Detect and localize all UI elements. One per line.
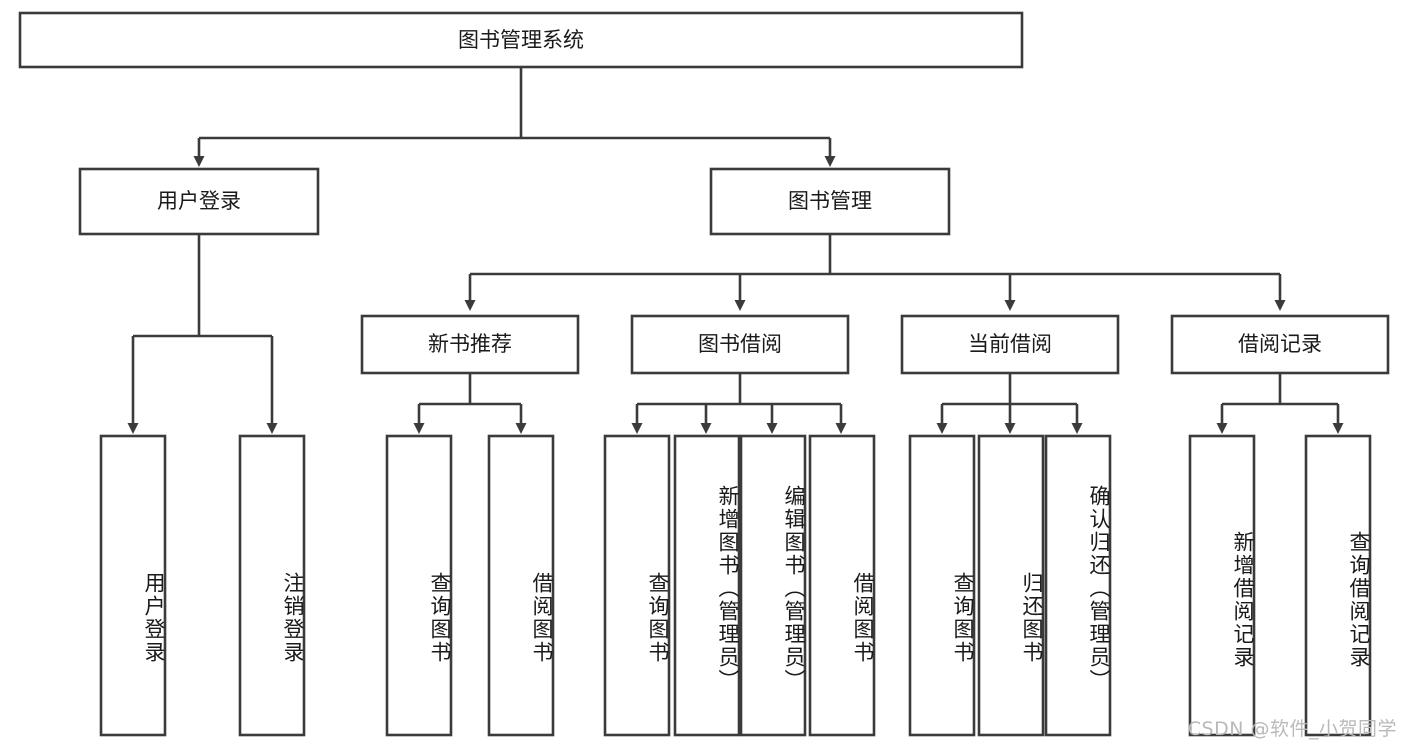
node-box-user-login[interactable] xyxy=(78,167,320,236)
leaf-label-current-borrow-1: 归还图书 xyxy=(1020,571,1044,664)
connectors-borrow-record-to-leaves xyxy=(1216,373,1344,434)
leaf-box-user-login-0[interactable] xyxy=(99,434,167,737)
leaf-box-current-borrow-0[interactable] xyxy=(908,434,976,737)
node-label-root: 图书管理系统 xyxy=(458,28,584,52)
leaf-box-borrow-record-1[interactable] xyxy=(1304,434,1372,737)
leaf-label-borrow-record-1: 查询借阅记录 xyxy=(1347,531,1371,669)
node-box-borrow-record[interactable] xyxy=(1170,314,1390,375)
leaf-box-user-login-1[interactable] xyxy=(238,434,306,737)
node-box-new-book-recommend[interactable] xyxy=(360,314,580,375)
leaf-label-new-book-1: 借阅图书 xyxy=(530,571,554,664)
connectors-new-book-to-leaves xyxy=(413,373,527,434)
leaf-label-book-borrow-3: 借阅图书 xyxy=(851,571,875,664)
leaf-label-book-borrow-0: 查询图书 xyxy=(646,571,670,664)
leaf-label-borrow-record-0: 新增借阅记录 xyxy=(1231,531,1255,669)
node-label-user-login: 用户登录 xyxy=(157,189,241,213)
watermark-text: CSDN @软件_小贺同学 xyxy=(1187,718,1397,740)
leaf-label-current-borrow-2: 确认归还（管理员） xyxy=(1087,484,1111,692)
connectors-user-login-to-leaves xyxy=(127,234,278,434)
leaf-box-current-borrow-2[interactable] xyxy=(1044,434,1112,737)
leaf-box-book-borrow-2[interactable] xyxy=(739,434,807,737)
leaf-box-book-borrow-0[interactable] xyxy=(603,434,671,737)
node-label-book-borrow: 图书借阅 xyxy=(698,332,782,356)
connectors-book-management-to-level3 xyxy=(464,234,1286,311)
leaf-box-book-borrow-3[interactable] xyxy=(808,434,876,737)
leaf-box-book-borrow-1[interactable] xyxy=(673,434,741,737)
node-label-borrow-record: 借阅记录 xyxy=(1238,332,1322,356)
node-box-book-management[interactable] xyxy=(709,167,951,236)
connectors-book-borrow-to-leaves xyxy=(631,373,847,434)
leaf-label-new-book-0: 查询图书 xyxy=(428,571,452,664)
leaf-label-book-borrow-1: 新增图书（管理员） xyxy=(716,484,740,692)
leaf-label-user-login-1: 注销登录 xyxy=(281,571,305,664)
connectors-current-borrow-to-leaves xyxy=(936,373,1083,434)
leaf-box-new-book-0[interactable] xyxy=(385,434,453,737)
leaf-label-user-login-0: 用户登录 xyxy=(142,571,166,664)
leaf-box-current-borrow-1[interactable] xyxy=(977,434,1045,737)
leaf-label-current-borrow-0: 查询图书 xyxy=(951,571,975,664)
node-label-new-book-recommend: 新书推荐 xyxy=(428,332,512,356)
connectors-root-to-level2 xyxy=(193,67,836,167)
node-label-current-borrow: 当前借阅 xyxy=(968,332,1052,356)
node-box-book-borrow[interactable] xyxy=(630,314,850,375)
leaf-box-new-book-1[interactable] xyxy=(487,434,555,737)
leaf-box-borrow-record-0[interactable] xyxy=(1188,434,1256,737)
node-label-book-management: 图书管理 xyxy=(788,189,872,213)
node-box-current-borrow[interactable] xyxy=(900,314,1120,375)
leaf-label-book-borrow-2: 编辑图书（管理员） xyxy=(782,484,806,692)
node-box-root[interactable] xyxy=(18,11,1024,69)
